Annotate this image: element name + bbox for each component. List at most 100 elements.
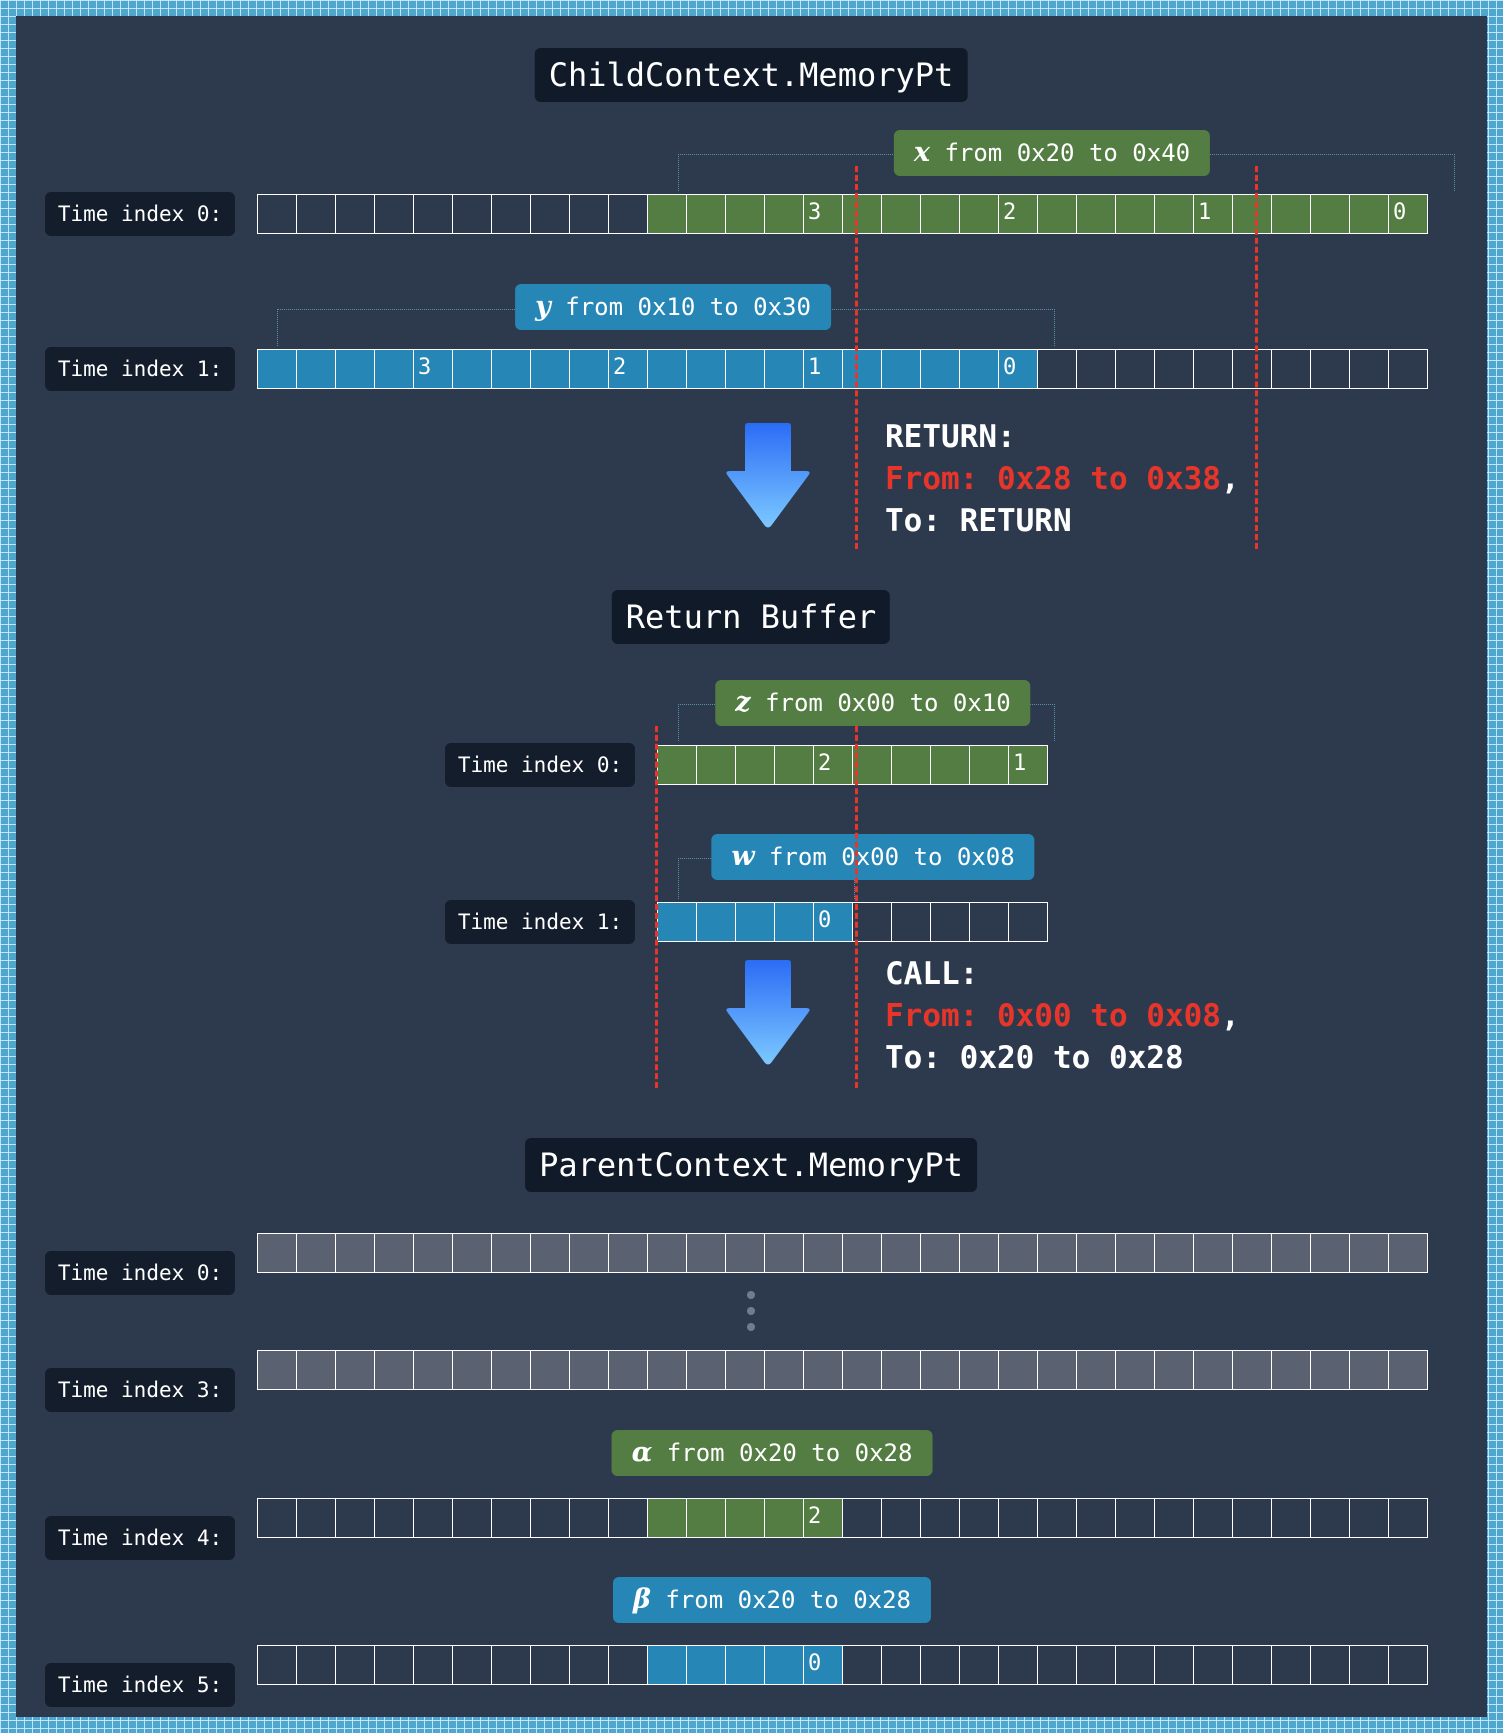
parent-memory-row-0 bbox=[257, 1233, 1428, 1273]
memory-byte-cell bbox=[335, 1233, 375, 1273]
memory-byte-cell bbox=[1193, 1498, 1233, 1538]
z-variable-name: z bbox=[735, 687, 751, 718]
memory-byte-cell bbox=[530, 1498, 570, 1538]
call-op-to: To: 0x20 to 0x28 bbox=[885, 1040, 1184, 1076]
memory-byte-cell bbox=[569, 1498, 609, 1538]
memory-byte-cell bbox=[1154, 194, 1194, 234]
memory-byte-cell bbox=[257, 194, 297, 234]
memory-byte-cell: 2 bbox=[608, 349, 648, 389]
buffer-row-1-label: Time index 1: bbox=[445, 900, 635, 944]
memory-byte-cell bbox=[1388, 1498, 1428, 1538]
word-index-label: 1 bbox=[1198, 200, 1212, 225]
memory-byte-cell bbox=[725, 1233, 765, 1273]
memory-byte-cell bbox=[842, 1645, 882, 1685]
return-op-comma: , bbox=[1220, 461, 1240, 497]
down-arrow-icon bbox=[726, 423, 810, 528]
memory-byte-cell bbox=[335, 349, 375, 389]
child-context-title: ChildContext.MemoryPt bbox=[534, 48, 968, 102]
memory-byte-cell bbox=[1037, 1498, 1077, 1538]
memory-byte-cell bbox=[1271, 1350, 1311, 1390]
memory-byte-cell bbox=[930, 902, 970, 942]
memory-byte-cell bbox=[530, 1645, 570, 1685]
memory-byte-cell bbox=[452, 1350, 492, 1390]
memory-byte-cell bbox=[1193, 349, 1233, 389]
memory-byte-cell: 3 bbox=[413, 349, 453, 389]
memory-byte-cell: 0 bbox=[813, 902, 853, 942]
memory-byte-cell bbox=[998, 1645, 1038, 1685]
memory-byte-cell bbox=[608, 1350, 648, 1390]
call-op-from: From: 0x00 to 0x08 bbox=[885, 998, 1221, 1034]
memory-byte-cell bbox=[296, 1350, 336, 1390]
child-row-1-label: Time index 1: bbox=[45, 347, 235, 391]
return-op-from: From: 0x28 to 0x38 bbox=[885, 461, 1221, 497]
memory-byte-cell bbox=[647, 1498, 687, 1538]
memory-byte-cell bbox=[1271, 1645, 1311, 1685]
memory-byte-cell bbox=[920, 1645, 960, 1685]
memory-byte-cell bbox=[930, 745, 970, 785]
memory-byte-cell bbox=[1310, 1498, 1350, 1538]
memory-byte-cell bbox=[608, 194, 648, 234]
memory-byte-cell bbox=[1154, 1233, 1194, 1273]
return-operation-text: RETURN: From: 0x28 to 0x38, To: RETURN bbox=[885, 416, 1240, 542]
memory-byte-cell bbox=[335, 1645, 375, 1685]
memory-byte-cell bbox=[1193, 1350, 1233, 1390]
memory-byte-cell bbox=[881, 349, 921, 389]
memory-byte-cell bbox=[998, 1498, 1038, 1538]
memory-byte-cell bbox=[413, 1498, 453, 1538]
memory-byte-cell bbox=[891, 902, 931, 942]
memory-byte-cell bbox=[257, 1645, 297, 1685]
call-range-start-line bbox=[655, 726, 658, 1088]
memory-byte-cell bbox=[413, 1233, 453, 1273]
memory-byte-cell bbox=[296, 1645, 336, 1685]
memory-byte-cell bbox=[1388, 1645, 1428, 1685]
memory-byte-cell bbox=[1154, 349, 1194, 389]
memory-byte-cell bbox=[842, 1350, 882, 1390]
memory-byte-cell bbox=[335, 1350, 375, 1390]
memory-byte-cell bbox=[1388, 1350, 1428, 1390]
memory-byte-cell bbox=[881, 1645, 921, 1685]
memory-byte-cell bbox=[686, 194, 726, 234]
memory-byte-cell: 2 bbox=[813, 745, 853, 785]
memory-byte-cell bbox=[920, 349, 960, 389]
memory-byte-cell bbox=[569, 349, 609, 389]
memory-byte-cell bbox=[569, 194, 609, 234]
memory-byte-cell bbox=[413, 1645, 453, 1685]
word-index-label: 1 bbox=[808, 355, 822, 380]
memory-byte-cell bbox=[686, 1498, 726, 1538]
memory-byte-cell bbox=[530, 1233, 570, 1273]
memory-byte-cell bbox=[296, 194, 336, 234]
memory-byte-cell bbox=[764, 1233, 804, 1273]
memory-byte-cell bbox=[1037, 1350, 1077, 1390]
beta-variable-name: β bbox=[632, 1584, 651, 1615]
memory-byte-cell bbox=[725, 1350, 765, 1390]
memory-byte-cell bbox=[774, 745, 814, 785]
memory-byte-cell bbox=[725, 1645, 765, 1685]
memory-byte-cell bbox=[1310, 1350, 1350, 1390]
memory-byte-cell bbox=[881, 194, 921, 234]
memory-byte-cell: 3 bbox=[803, 194, 843, 234]
memory-byte-cell bbox=[764, 1350, 804, 1390]
memory-byte-cell bbox=[686, 1350, 726, 1390]
memory-byte-cell: 1 bbox=[803, 349, 843, 389]
parent-context-title: ParentContext.MemoryPt bbox=[525, 1138, 977, 1192]
memory-byte-cell bbox=[959, 1498, 999, 1538]
memory-byte-cell bbox=[257, 1233, 297, 1273]
return-op-from-line: From: 0x28 to 0x38, bbox=[885, 458, 1240, 500]
parent-memory-row-3: 0 bbox=[257, 1645, 1428, 1685]
memory-byte-cell bbox=[657, 902, 697, 942]
memory-byte-cell bbox=[969, 902, 1009, 942]
parent-row-0-label: Time index 0: bbox=[45, 1251, 235, 1295]
memory-byte-cell bbox=[452, 349, 492, 389]
memory-byte-cell bbox=[374, 1645, 414, 1685]
memory-byte-cell bbox=[530, 349, 570, 389]
memory-byte-cell bbox=[1037, 349, 1077, 389]
call-range-end-line bbox=[855, 726, 858, 1088]
w-variable-name: w bbox=[731, 841, 755, 872]
buffer-row-0-label: Time index 0: bbox=[445, 743, 635, 787]
memory-byte-cell bbox=[1232, 1233, 1272, 1273]
word-index-label: 3 bbox=[808, 200, 822, 225]
memory-byte-cell bbox=[257, 1350, 297, 1390]
memory-byte-cell bbox=[413, 1350, 453, 1390]
memory-byte-cell bbox=[1076, 1645, 1116, 1685]
memory-byte-cell bbox=[1232, 1645, 1272, 1685]
